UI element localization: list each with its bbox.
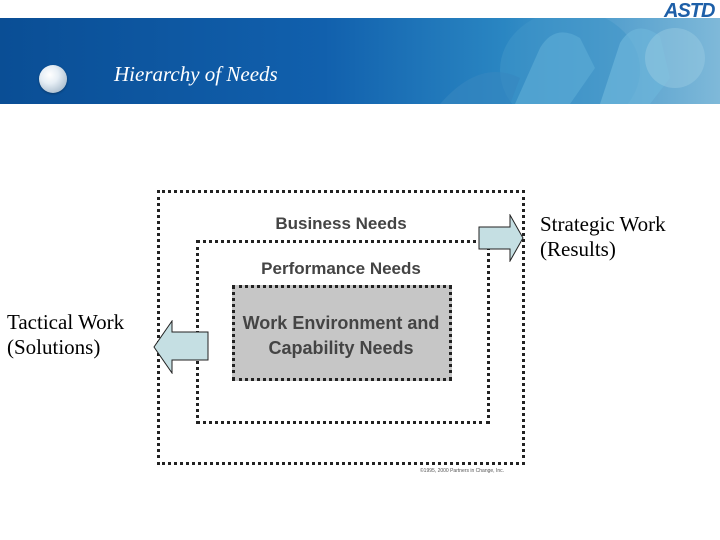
tactical-work-title: Tactical Work	[7, 310, 124, 335]
copyright-note: ©1995, 2000 Partners in Change, Inc.	[420, 468, 504, 474]
business-needs-label: Business Needs	[236, 214, 446, 234]
header-banner: Hierarchy of Needs	[0, 18, 720, 104]
slide-title: Hierarchy of Needs	[114, 62, 278, 87]
astd-logo: ASTD	[664, 0, 714, 23]
strategic-work-title: Strategic Work	[540, 212, 666, 237]
performance-needs-label: Performance Needs	[226, 259, 456, 279]
tactical-work-label: Tactical Work (Solutions)	[7, 310, 124, 360]
tactical-work-subtitle: (Solutions)	[7, 335, 124, 360]
strategic-work-label: Strategic Work (Results)	[540, 212, 666, 262]
banner-figures-graphic	[420, 18, 720, 104]
strategic-arrow-icon	[478, 214, 524, 262]
strategic-work-subtitle: (Results)	[540, 237, 666, 262]
work-environment-label: Work Environment and Capability Needs	[236, 311, 446, 361]
top-strip	[0, 0, 720, 18]
title-bullet-orb	[39, 65, 67, 93]
tactical-arrow-icon	[153, 320, 209, 374]
